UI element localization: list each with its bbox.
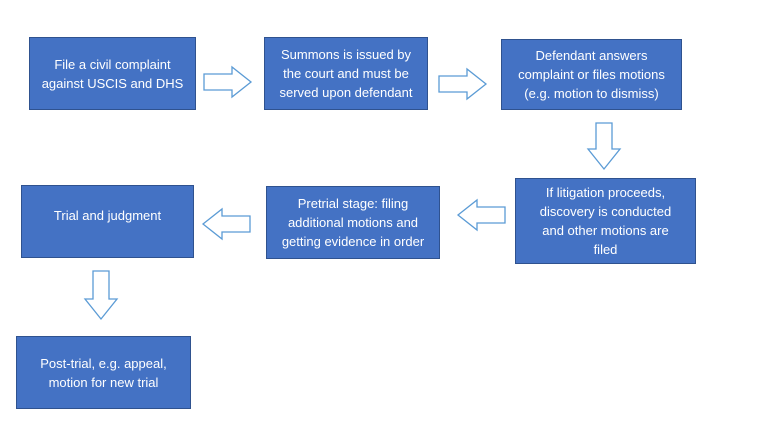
- step-pretrial-label: Pretrial stage: filing additional motion…: [281, 196, 425, 249]
- arrow-left-1-icon: [456, 198, 506, 232]
- step-summons-issued-label: Summons is issued by the court and must …: [279, 47, 413, 100]
- step-trial-judgment: Trial and judgment: [21, 185, 194, 258]
- step-defendant-answers-label: Defendant answers complaint or files mot…: [518, 48, 665, 101]
- step-defendant-answers: Defendant answers complaint or files mot…: [501, 39, 682, 110]
- arrow-right-1-icon: [203, 65, 253, 99]
- arrow-down-1-icon: [586, 122, 622, 171]
- arrow-right-2-icon: [438, 67, 488, 101]
- step-post-trial-label: Post-trial, e.g. appeal, motion for new …: [40, 355, 167, 390]
- step-post-trial: Post-trial, e.g. appeal, motion for new …: [16, 336, 191, 409]
- step-summons-issued: Summons is issued by the court and must …: [264, 37, 428, 110]
- step-pretrial: Pretrial stage: filing additional motion…: [266, 186, 440, 259]
- step-discovery: If litigation proceeds, discovery is con…: [515, 178, 696, 264]
- step-trial-judgment-label: Trial and judgment: [53, 208, 162, 223]
- step-file-complaint-label: File a civil complaint against USCIS and…: [41, 56, 184, 91]
- step-file-complaint: File a civil complaint against USCIS and…: [29, 37, 196, 110]
- step-discovery-label: If litigation proceeds, discovery is con…: [539, 185, 672, 257]
- arrow-left-2-icon: [201, 207, 251, 241]
- arrow-down-2-icon: [83, 270, 119, 321]
